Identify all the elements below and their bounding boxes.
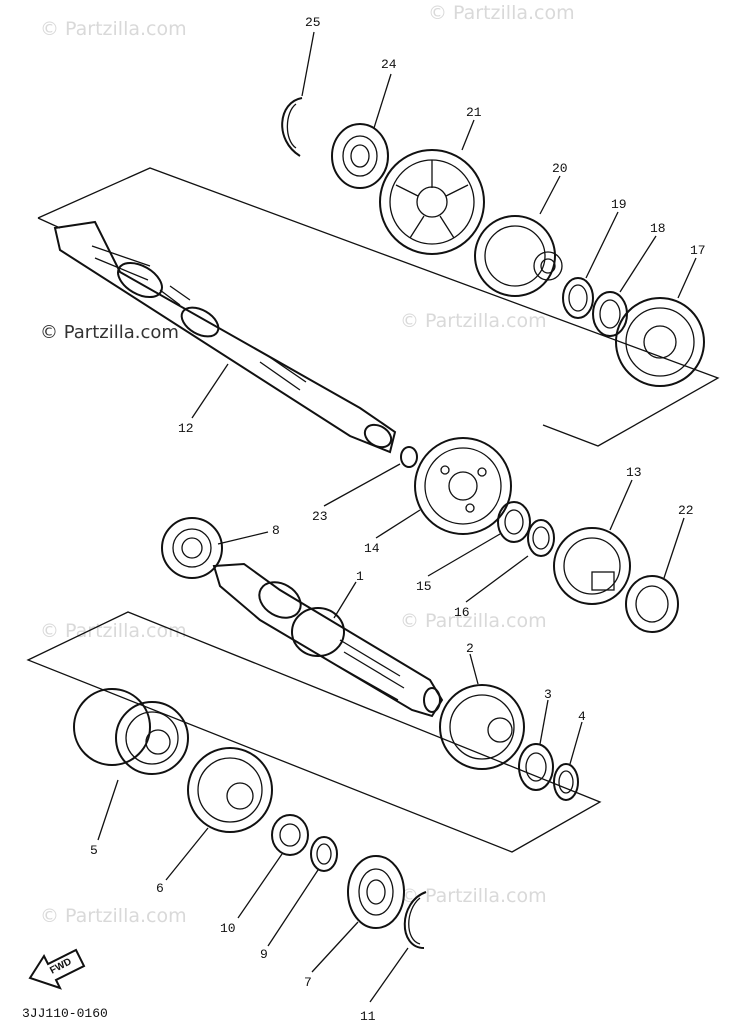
- part-label-23: 23: [312, 509, 328, 524]
- part-label-25: 25: [305, 15, 321, 30]
- circlip-25: [281, 97, 303, 157]
- part-label-9: 9: [260, 947, 268, 962]
- part-label-5: 5: [90, 843, 98, 858]
- part-label-8: 8: [272, 523, 280, 538]
- watermark: © Partzilla.com: [400, 610, 547, 632]
- gear-2: [439, 684, 525, 770]
- part-number-labels: 25 24 21 20 19 18 17 12 23 14 15 16 13 2…: [90, 15, 706, 1024]
- watermark: © Partzilla.com: [40, 18, 187, 40]
- upper-assembly-box: [37, 167, 720, 447]
- part-label-4: 4: [578, 709, 586, 724]
- gear-20: [474, 215, 563, 297]
- diagram-code: 3JJ110-0160: [22, 1006, 108, 1021]
- part-label-19: 19: [611, 197, 627, 212]
- bearing-7: [347, 855, 405, 929]
- circlip-4: [553, 763, 579, 801]
- part-label-22: 22: [678, 503, 694, 518]
- part-label-20: 20: [552, 161, 568, 176]
- part-label-3: 3: [544, 687, 552, 702]
- part-label-1: 1: [356, 569, 364, 584]
- gear-5: [73, 688, 189, 775]
- circlip-19: [562, 277, 594, 319]
- watermark: © Partzilla.com: [428, 2, 575, 24]
- washer-10: [271, 814, 309, 856]
- part-label-18: 18: [650, 221, 666, 236]
- watermark: © Partzilla.com: [400, 310, 547, 332]
- part-label-16: 16: [454, 605, 470, 620]
- part-label-21: 21: [466, 105, 482, 120]
- part-label-12: 12: [178, 421, 194, 436]
- part-label-15: 15: [416, 579, 432, 594]
- washer-15: [497, 501, 531, 543]
- main-axle-shaft: [53, 220, 397, 454]
- watermark: © Partzilla.com: [400, 885, 547, 907]
- part-label-11: 11: [360, 1009, 376, 1024]
- gear-14: [414, 437, 512, 535]
- watermark: © Partzilla.com: [40, 905, 187, 927]
- part-label-7: 7: [304, 975, 312, 990]
- collar-23: [400, 446, 418, 468]
- bearing-8: [161, 517, 223, 579]
- part-label-13: 13: [626, 465, 642, 480]
- part-label-2: 2: [466, 641, 474, 656]
- part-label-10: 10: [220, 921, 236, 936]
- part-label-17: 17: [690, 243, 706, 258]
- gear-21: [379, 149, 485, 255]
- circlip-9: [310, 836, 338, 872]
- fwd-arrow-icon: FWD: [28, 948, 86, 990]
- circlip-16: [527, 519, 555, 557]
- part-label-24: 24: [381, 57, 397, 72]
- washer-3: [518, 743, 554, 791]
- gear-17: [615, 297, 705, 387]
- part-label-14: 14: [364, 541, 380, 556]
- upper-assembly-box-edge: [37, 217, 61, 229]
- circlip-11: [403, 891, 427, 949]
- gear-13: [553, 527, 631, 605]
- part-label-6: 6: [156, 881, 164, 896]
- watermark: © Partzilla.com: [40, 322, 179, 343]
- gear-6: [187, 747, 273, 833]
- leader-lines: [97, 31, 697, 1003]
- lower-assembly-box: [26, 611, 602, 853]
- bearing-24: [331, 123, 389, 189]
- bearing-22: [625, 575, 679, 633]
- washer-18: [592, 291, 628, 337]
- drive-axle-shaft: [212, 562, 444, 718]
